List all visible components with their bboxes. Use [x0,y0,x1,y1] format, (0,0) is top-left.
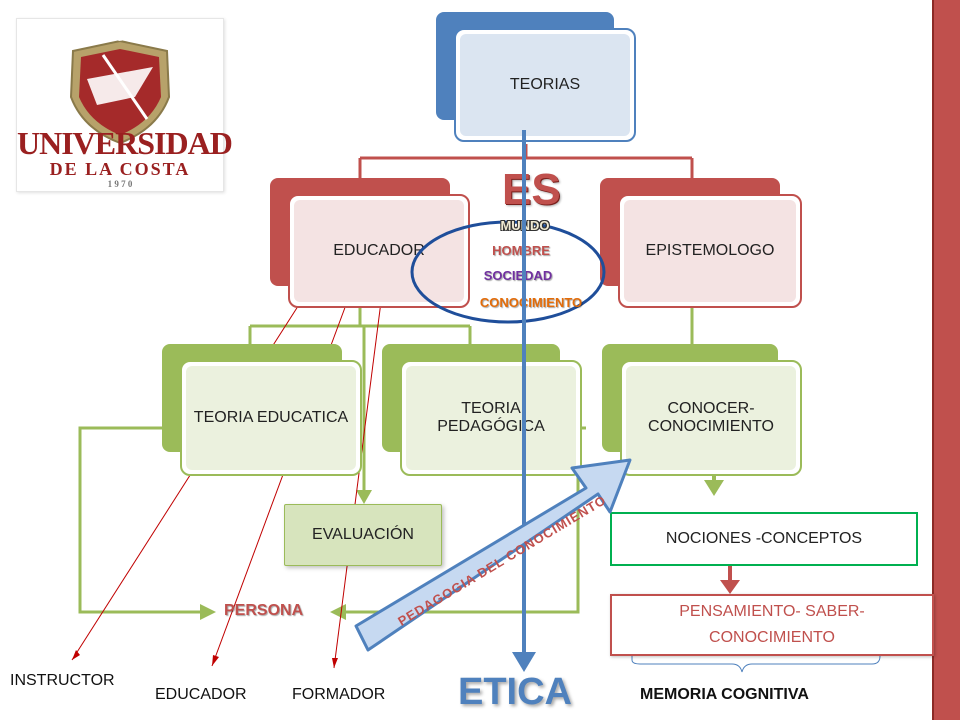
role-educador: EDUCADOR [155,686,247,703]
word-mundo: MUNDO [500,218,550,233]
conocer-box: CONOCER- CONOCIMIENTO [620,360,802,476]
word-conocimiento: CONOCIMIENTO [479,295,583,310]
memoria-label: MEMORIA COGNITIVA [640,686,809,703]
pensamiento-label: PENSAMIENTO- SABER- CONOCIMIENTO [679,603,865,646]
persona-label: PERSONA [224,602,304,619]
conocer-label: CONOCER- CONOCIMIENTO [626,366,796,470]
logo-badge: CUC [109,33,131,44]
word-sociedad: SOCIEDAD [483,268,553,283]
teoria-educatica-box: TEORIA EDUCATICA [180,360,362,476]
epistemologo-label: EPISTEMOLOGO [624,200,796,302]
word-hombre: HOMBRE [492,243,550,258]
evaluacion-label: EVALUACIÓN [312,526,414,543]
nociones-box: NOCIONES -CONCEPTOS [610,512,918,566]
teoria-pedagogica-label: TEORIA PEDAGÓGICA [406,366,576,470]
nociones-label: NOCIONES -CONCEPTOS [665,530,863,547]
evaluacion-box: EVALUACIÓN [284,504,442,566]
logo-year: 1 9 7 0 [107,179,133,189]
role-instructor: INSTRUCTOR [10,672,115,689]
es-title: ES [502,165,561,214]
teoria-pedagogica-box: TEORIA PEDAGÓGICA [400,360,582,476]
right-decorative-bar [932,0,960,720]
teorias-label: TEORIAS [460,34,630,136]
university-logo: CUC UNIVERSIDAD DE LA COSTA 1 9 7 0 [16,18,233,192]
role-formador: FORMADOR [292,686,386,703]
shield-icon [69,39,171,145]
etica-label: ETICA [458,671,572,713]
educador-label: EDUCADOR [294,200,464,302]
logo-university: UNIVERSIDAD [17,125,233,161]
teoria-educatica-label: TEORIA EDUCATICA [186,366,356,470]
educador-box: EDUCADOR [288,194,470,308]
logo-de-la-costa: DE LA COSTA [49,159,191,179]
teorias-box: TEORIAS [454,28,636,142]
pensamiento-box: PENSAMIENTO- SABER- CONOCIMIENTO [610,594,934,656]
epistemologo-box: EPISTEMOLOGO [618,194,802,308]
